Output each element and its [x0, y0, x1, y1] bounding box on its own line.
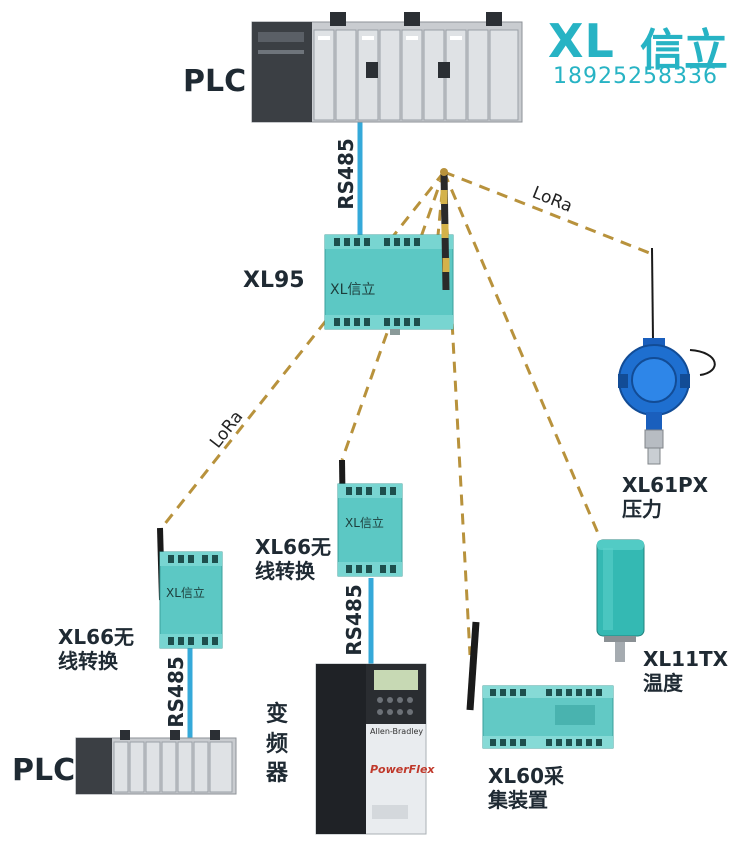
plc-rack-top	[251, 12, 523, 123]
brand-logo-cn: 信立	[640, 25, 728, 76]
xl11tx-label: XL11TX 温度	[643, 647, 729, 695]
xl61px-device	[618, 247, 716, 465]
xl95-label: XL95	[243, 268, 305, 293]
lora-link-xl11tx	[442, 171, 602, 539]
plc-rack-bottom	[75, 730, 237, 795]
rs485-label-top: RS485	[333, 138, 358, 210]
xl11tx-device	[596, 539, 645, 662]
brand-logo-latin: XL	[548, 14, 615, 68]
plc-bottom-label: PLC	[12, 753, 76, 788]
xl95-face-text: XL信立	[330, 282, 376, 298]
vfd-brand-text: Allen-Bradley	[370, 727, 424, 736]
xl66-mid-device	[337, 459, 403, 577]
xl95-antenna	[440, 168, 450, 291]
rs485-label-mid: RS485	[341, 584, 366, 656]
vfd-label: 变 频 器	[266, 702, 289, 787]
xl60-label: XL60采 集装置	[488, 764, 564, 812]
xl66-left-face-text: XL信立	[166, 586, 205, 600]
xl60-device	[466, 621, 614, 749]
brand-phone: 18925258336	[553, 64, 718, 89]
xl95-unit	[324, 234, 454, 335]
vfd-model-text: PowerFlex	[370, 763, 435, 776]
xl66-mid-label: XL66无 线转换	[255, 535, 331, 583]
xl61px-label: XL61PX 压力	[622, 473, 709, 521]
vfd-device	[315, 663, 427, 835]
xl66-mid-face-text: XL信立	[345, 516, 384, 530]
rs485-label-left: RS485	[163, 656, 188, 728]
xl66-left-label: XL66无 线转换	[58, 625, 134, 673]
plc-top-label: PLC	[183, 64, 247, 99]
lora-link-xl66-left	[158, 171, 446, 531]
xl66-left-device	[157, 527, 223, 649]
